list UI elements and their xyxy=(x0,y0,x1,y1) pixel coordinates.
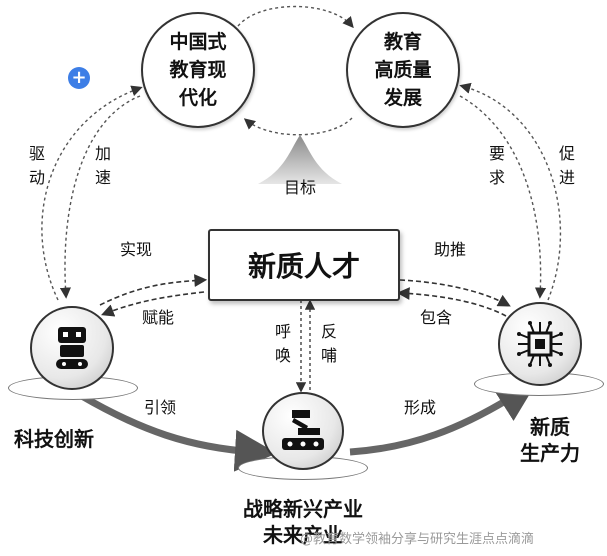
label-goal: 目标 xyxy=(284,178,317,197)
node-tech: 科技创新 xyxy=(14,427,94,451)
add-plus-icon[interactable]: + xyxy=(68,67,90,89)
form-arrow xyxy=(349,380,538,456)
node-industry: 战略新兴产业 未来产业 xyxy=(243,497,363,547)
boost-arrow xyxy=(399,279,511,307)
contain-arrow xyxy=(396,287,507,317)
lead-arrow xyxy=(78,391,277,472)
require-arc xyxy=(459,95,547,299)
top-loop-arc-upper xyxy=(237,5,354,29)
chip-icon xyxy=(517,321,563,367)
label-empower: 赋能 xyxy=(142,308,175,327)
realize-arrow xyxy=(99,274,208,306)
node-productivity: 新质 生产力 xyxy=(520,415,580,465)
label-summon: 呼唤 xyxy=(274,322,291,365)
productivity-ball xyxy=(498,302,582,386)
tech-ball xyxy=(30,306,114,390)
goal-cone xyxy=(258,135,342,184)
node-talent: 新质人才 xyxy=(208,229,400,301)
label-promote: 促进 xyxy=(558,144,575,187)
label-realize: 实现 xyxy=(120,240,153,259)
label-lead: 引领 xyxy=(144,398,177,417)
industry-robot-icon xyxy=(282,410,324,450)
robot-icon xyxy=(56,327,88,369)
label-drive: 驱动 xyxy=(28,144,45,187)
label-accelerate: 加速 xyxy=(94,144,111,187)
label-form: 形成 xyxy=(404,398,437,417)
node-quality: 教育 高质量 发展 xyxy=(346,12,460,128)
industry-ball xyxy=(262,392,344,470)
label-require: 要求 xyxy=(488,144,505,187)
top-loop-arc-lower xyxy=(243,117,353,136)
label-contain: 包含 xyxy=(420,308,453,327)
watermark: @教育数学领袖分享与研究生涯点点滴滴 xyxy=(300,532,535,547)
node-modernization: 中国式 教育现 代化 xyxy=(141,12,255,128)
accelerate-arc xyxy=(59,95,141,299)
label-feedback: 反哺 xyxy=(320,322,337,365)
label-boost: 助推 xyxy=(434,240,467,259)
promote-arc xyxy=(459,82,562,301)
empower-arrow xyxy=(101,291,205,317)
drive-arc xyxy=(41,85,143,301)
